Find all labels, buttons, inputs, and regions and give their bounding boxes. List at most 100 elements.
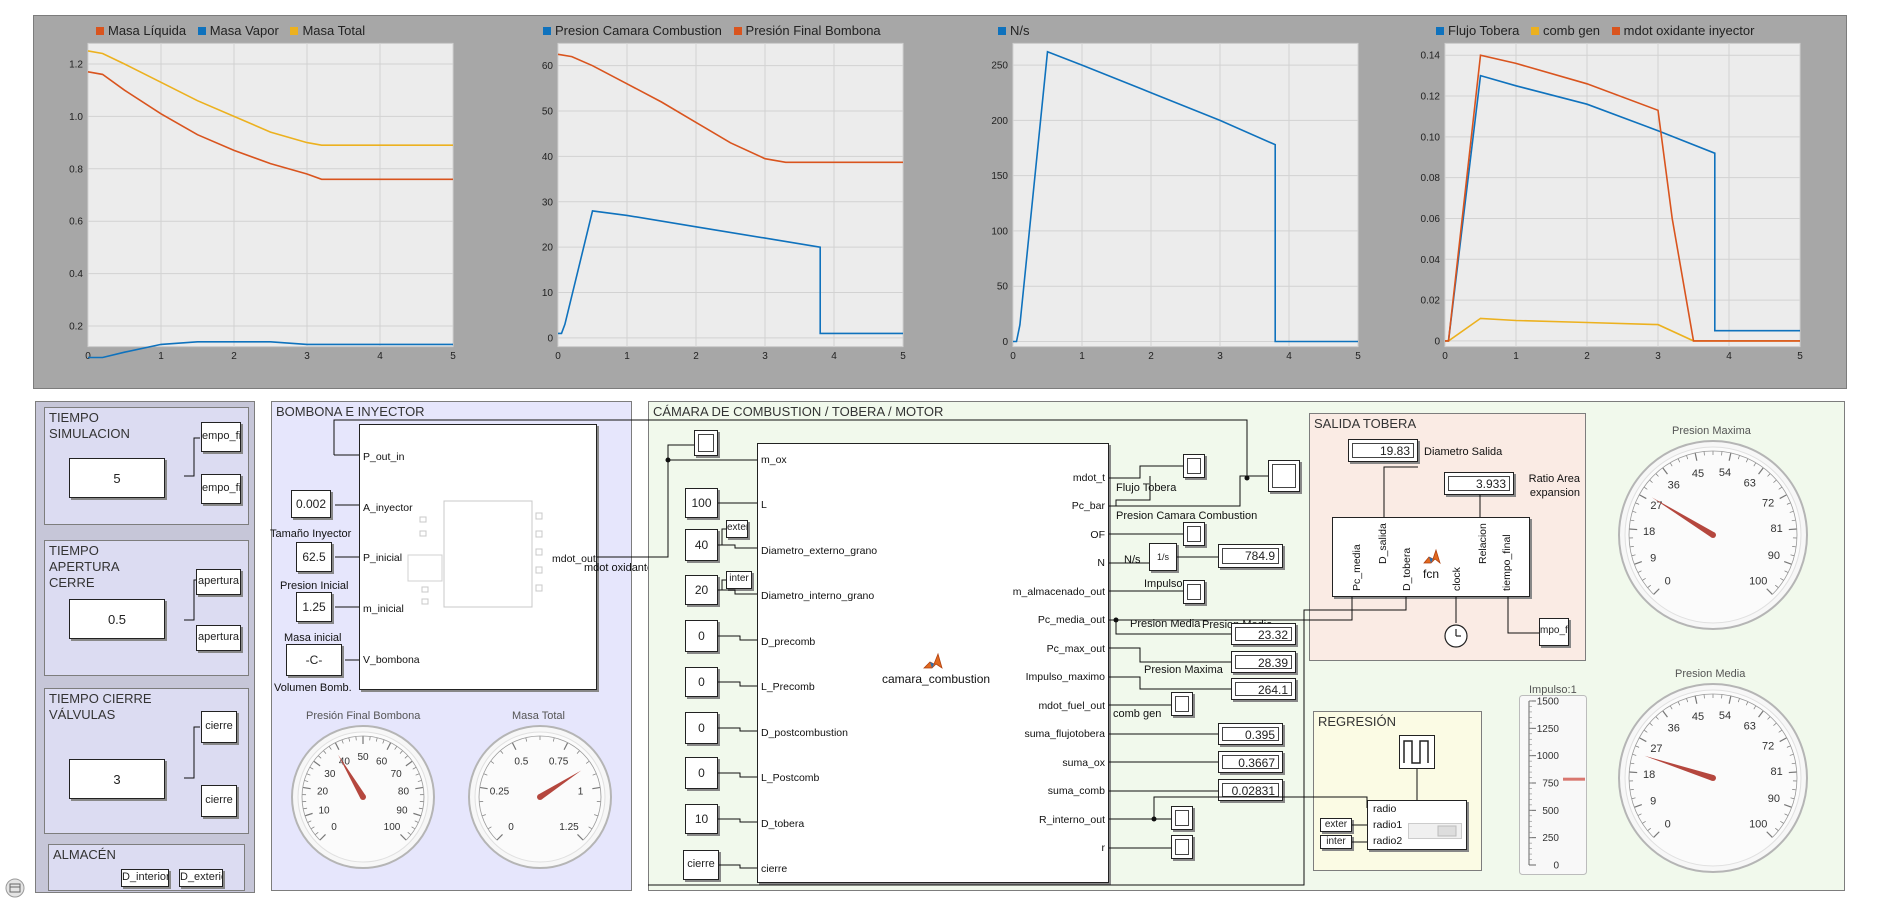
gauge-tick xyxy=(1694,695,1698,704)
display-presion-media: 23.32 xyxy=(1231,623,1296,645)
y-tick-label: 0 xyxy=(1434,336,1440,347)
port-in: L_Precomb xyxy=(761,681,815,693)
constant-presion-inicial[interactable]: 62.5 xyxy=(296,542,332,572)
constant-volumen-bombona[interactable]: -C- xyxy=(286,644,342,676)
gauge-tick-label: 20 xyxy=(317,787,329,798)
gauge-tick xyxy=(592,786,601,790)
gauge-tick-label: 100 xyxy=(384,822,401,833)
constant-L[interactable]: 100 xyxy=(685,488,718,518)
pulse-generator-icon[interactable] xyxy=(1399,735,1435,769)
port-in: D_precomb xyxy=(761,636,816,648)
y-tick-label: 50 xyxy=(997,282,1009,293)
from-tag[interactable]: inter xyxy=(1320,835,1352,849)
goto-tag[interactable]: empo_fin xyxy=(201,422,241,452)
scope-block-icon[interactable] xyxy=(694,430,718,456)
bombona-subsystem[interactable]: P_out_in A_inyector P_inicial m_inicial … xyxy=(359,424,597,690)
goto-tag[interactable]: exter xyxy=(726,520,748,538)
gauge-tick-label: 0 xyxy=(508,822,514,833)
port-in: A_inyector xyxy=(363,502,413,514)
constant-exter[interactable]: 40 xyxy=(685,529,718,561)
gauge-tick xyxy=(415,786,424,790)
goto-tag[interactable]: apertura xyxy=(196,569,241,595)
from-tag-cierre[interactable]: cierre xyxy=(683,850,719,880)
x-tick-label: 2 xyxy=(1148,351,1154,362)
x-tick-label: 0 xyxy=(555,351,561,362)
gauge-tick xyxy=(1753,705,1757,710)
goto-tag[interactable]: cierre xyxy=(201,711,237,743)
block-label: Masa inicial xyxy=(284,632,342,644)
gauge-tick xyxy=(1635,745,1640,748)
series-line xyxy=(87,50,453,146)
from-tag[interactable]: exter xyxy=(1320,818,1352,832)
integrator-block[interactable]: 1/s xyxy=(1149,543,1177,571)
meter-body xyxy=(1519,695,1587,875)
constant-block[interactable]: 5 xyxy=(69,458,165,498)
gauge-tick xyxy=(413,812,422,817)
port-in: L_Postcomb xyxy=(761,772,820,784)
constant-L-precomb[interactable]: 0 xyxy=(685,667,718,697)
gauge-tick xyxy=(588,826,593,830)
gauge-tick xyxy=(1632,510,1637,513)
camara-combustion-block[interactable]: m_ox L Diametro_externo_grano Diametro_i… xyxy=(757,443,1109,883)
y-tick-label: 100 xyxy=(991,226,1008,237)
gauge-tick-label: 40 xyxy=(339,756,351,767)
from-tag[interactable]: mpo_fi xyxy=(1539,618,1569,646)
gauge-tick xyxy=(1632,753,1637,756)
from-tag[interactable]: D_exterio xyxy=(179,869,223,887)
constant-D-precomb[interactable]: 0 xyxy=(685,620,718,652)
gauge-tick xyxy=(1737,455,1740,460)
y-tick-label: 200 xyxy=(991,116,1008,127)
from-tag[interactable]: apertura xyxy=(196,625,241,651)
constant-block[interactable]: 3 xyxy=(69,759,165,799)
meter-tick-label: 750 xyxy=(1542,779,1559,790)
port-in: cierre xyxy=(761,863,788,875)
scope-flujo-tobera-icon[interactable] xyxy=(1268,460,1300,492)
from-tag[interactable]: D_interior xyxy=(121,869,169,887)
gauge-tick xyxy=(1786,502,1791,505)
signal-label: N/s xyxy=(1124,554,1141,566)
area-title: REGRESIÓN xyxy=(1318,714,1397,729)
fcn-block[interactable]: Pc_media D_tobera clock tiempo_final D_s… xyxy=(1332,517,1530,597)
gauge-tick xyxy=(1788,528,1797,531)
gauge-tick xyxy=(309,766,314,770)
goto-tag[interactable]: inter xyxy=(726,571,752,589)
constant-masa-inicial[interactable]: 1.25 xyxy=(296,592,332,622)
display-presion-max: 28.39 xyxy=(1231,651,1296,673)
constant-D-postcomb[interactable]: 0 xyxy=(685,712,718,744)
gauge-tick xyxy=(1790,797,1795,800)
scope-block-icon[interactable] xyxy=(1183,580,1205,604)
constant-tamano-inyector[interactable]: 0.002 xyxy=(291,490,331,518)
gauge-tick xyxy=(1677,701,1681,706)
constant-inter[interactable]: 20 xyxy=(685,575,718,605)
regression-subsystem[interactable]: radio radio1 radio2 xyxy=(1367,800,1467,850)
scope-block-icon[interactable] xyxy=(1183,454,1205,478)
gauge-tick xyxy=(1758,467,1764,475)
constant-block[interactable]: 0.5 xyxy=(69,599,165,639)
scope-block-icon[interactable] xyxy=(1183,522,1205,546)
constant-L-postcomb[interactable]: 0 xyxy=(685,757,718,789)
clock-icon[interactable] xyxy=(1443,623,1469,649)
gauge-tick xyxy=(585,760,590,764)
scope-block-icon[interactable] xyxy=(1171,692,1193,716)
port-out: mdot_fuel_out xyxy=(1038,700,1105,712)
series-line xyxy=(1445,317,1800,342)
gauge-tick xyxy=(1784,570,1789,573)
port-in: V_bombona xyxy=(363,654,420,666)
from-tag[interactable]: empo_fin xyxy=(201,474,241,504)
plot-background xyxy=(1444,42,1801,348)
port-out: Pc_max_out xyxy=(1046,643,1105,655)
scope-block-icon[interactable] xyxy=(1171,835,1193,859)
port-in: Diametro_externo_grano xyxy=(761,545,878,557)
gauge-tick-label: 60 xyxy=(376,756,388,767)
y-tick-label: 40 xyxy=(542,152,554,163)
scope-block-icon[interactable] xyxy=(1171,806,1193,830)
from-tag[interactable]: cierre xyxy=(201,785,237,817)
plot-background xyxy=(557,42,904,348)
model-browser-icon[interactable] xyxy=(5,878,25,898)
constant-D-tobera[interactable]: 10 xyxy=(685,804,718,834)
